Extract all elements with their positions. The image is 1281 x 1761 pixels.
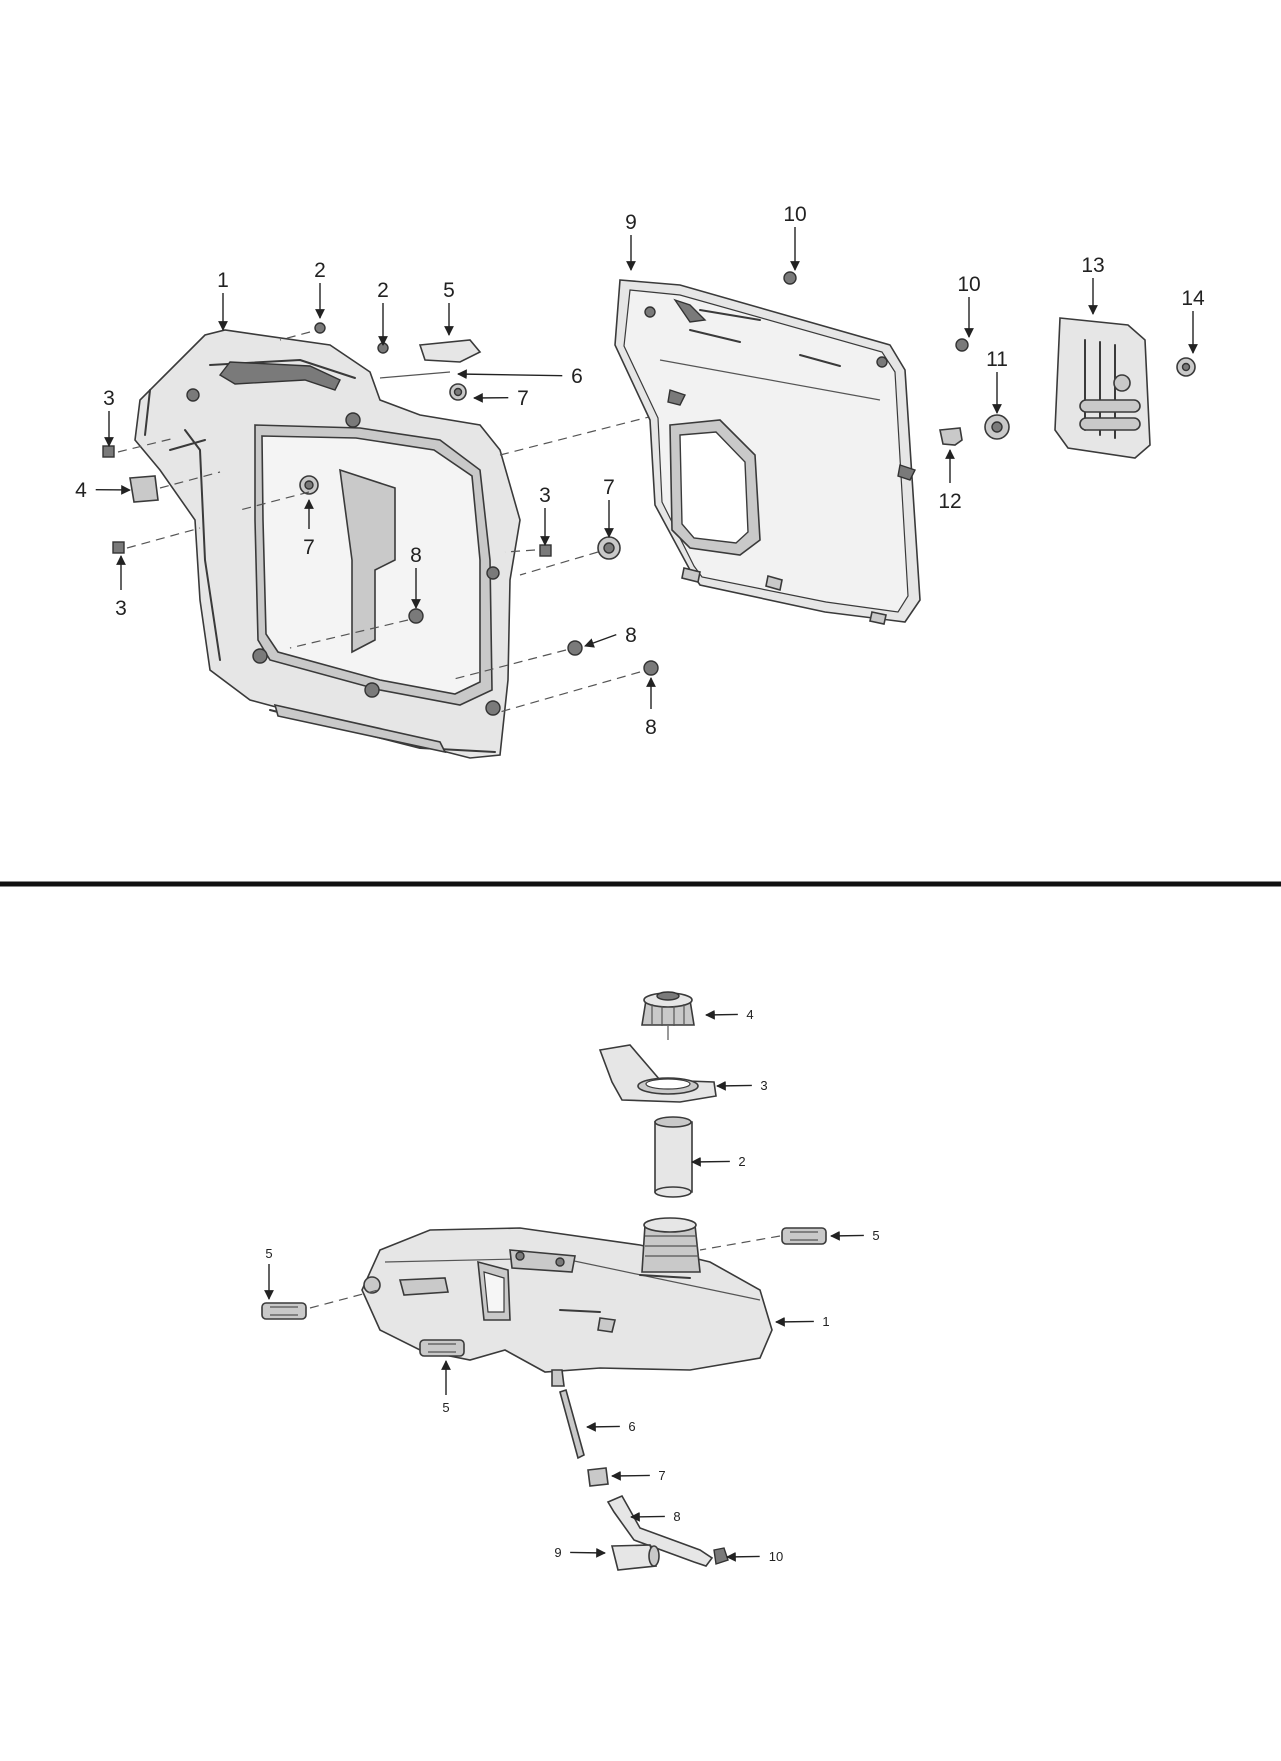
bottom-callout-leader [706, 1014, 738, 1015]
top-callout-label: 9 [625, 211, 637, 234]
cap-guard-part [600, 1045, 716, 1102]
top-callout-label: 6 [571, 365, 583, 388]
bottom-callout-label: 7 [658, 1468, 665, 1483]
bottom-callout-label: 5 [872, 1228, 879, 1243]
bottom-callout-leader [831, 1235, 864, 1236]
top-callout-label: 4 [75, 479, 87, 502]
bottom-callout-leader [692, 1161, 730, 1162]
top-callout-label: 8 [645, 716, 657, 739]
bottom-callout-label: 4 [746, 1007, 753, 1022]
top-callout-leader [458, 374, 562, 376]
top-callout-label: 13 [1081, 254, 1104, 277]
top-callout-label: 10 [957, 273, 980, 296]
bottom-callout-label: 6 [628, 1419, 635, 1434]
fuel-cap-part [642, 992, 694, 1040]
top-callout-label: 11 [986, 348, 1008, 371]
top-callout-label: 3 [115, 597, 127, 620]
top-callout-label: 10 [783, 203, 806, 226]
top-callout-label: 7 [303, 536, 315, 559]
bottom-assembly: 4 3 2 5 5 1 5 6 7 8 9 10 [262, 992, 880, 1570]
filter-tube-part [655, 1117, 692, 1197]
bottom-callout-label: 5 [442, 1400, 449, 1415]
bottom-callout-leader [587, 1426, 620, 1427]
top-callout-label: 8 [625, 624, 637, 647]
top-callout-label: 8 [410, 544, 422, 567]
top-callout-label: 5 [443, 279, 455, 302]
top-callout-label: 2 [314, 259, 326, 282]
bottom-callout-leader [612, 1475, 650, 1476]
bottom-callout-label: 5 [265, 1246, 272, 1261]
top-callout-leader [585, 635, 616, 646]
bottom-callout-label: 2 [738, 1154, 745, 1169]
top-callout-label: 3 [539, 484, 551, 507]
top-callout-label: 2 [377, 279, 389, 302]
top-callout-label: 3 [103, 387, 115, 410]
top-callout-label: 12 [938, 490, 961, 513]
back-panel-part [615, 280, 920, 624]
top-callout-label: 1 [217, 269, 229, 292]
bottom-callout-leader [776, 1321, 814, 1322]
bottom-callout-leader [727, 1556, 760, 1557]
bottom-callout-label: 3 [760, 1078, 767, 1093]
bottom-callout-label: 10 [769, 1549, 783, 1564]
bottom-callout-leader [570, 1552, 605, 1553]
bottom-callout-label: 9 [554, 1545, 561, 1560]
bottom-callout-leader [631, 1516, 665, 1517]
bottom-callout-label: 8 [673, 1509, 680, 1524]
bottom-callout-leader [717, 1085, 752, 1086]
fuel-line-parts [552, 1370, 728, 1570]
bottom-callout-label: 1 [822, 1314, 829, 1329]
top-callout-label: 7 [603, 476, 615, 499]
top-callout-label: 14 [1181, 287, 1205, 310]
top-callout-label: 7 [517, 387, 529, 410]
